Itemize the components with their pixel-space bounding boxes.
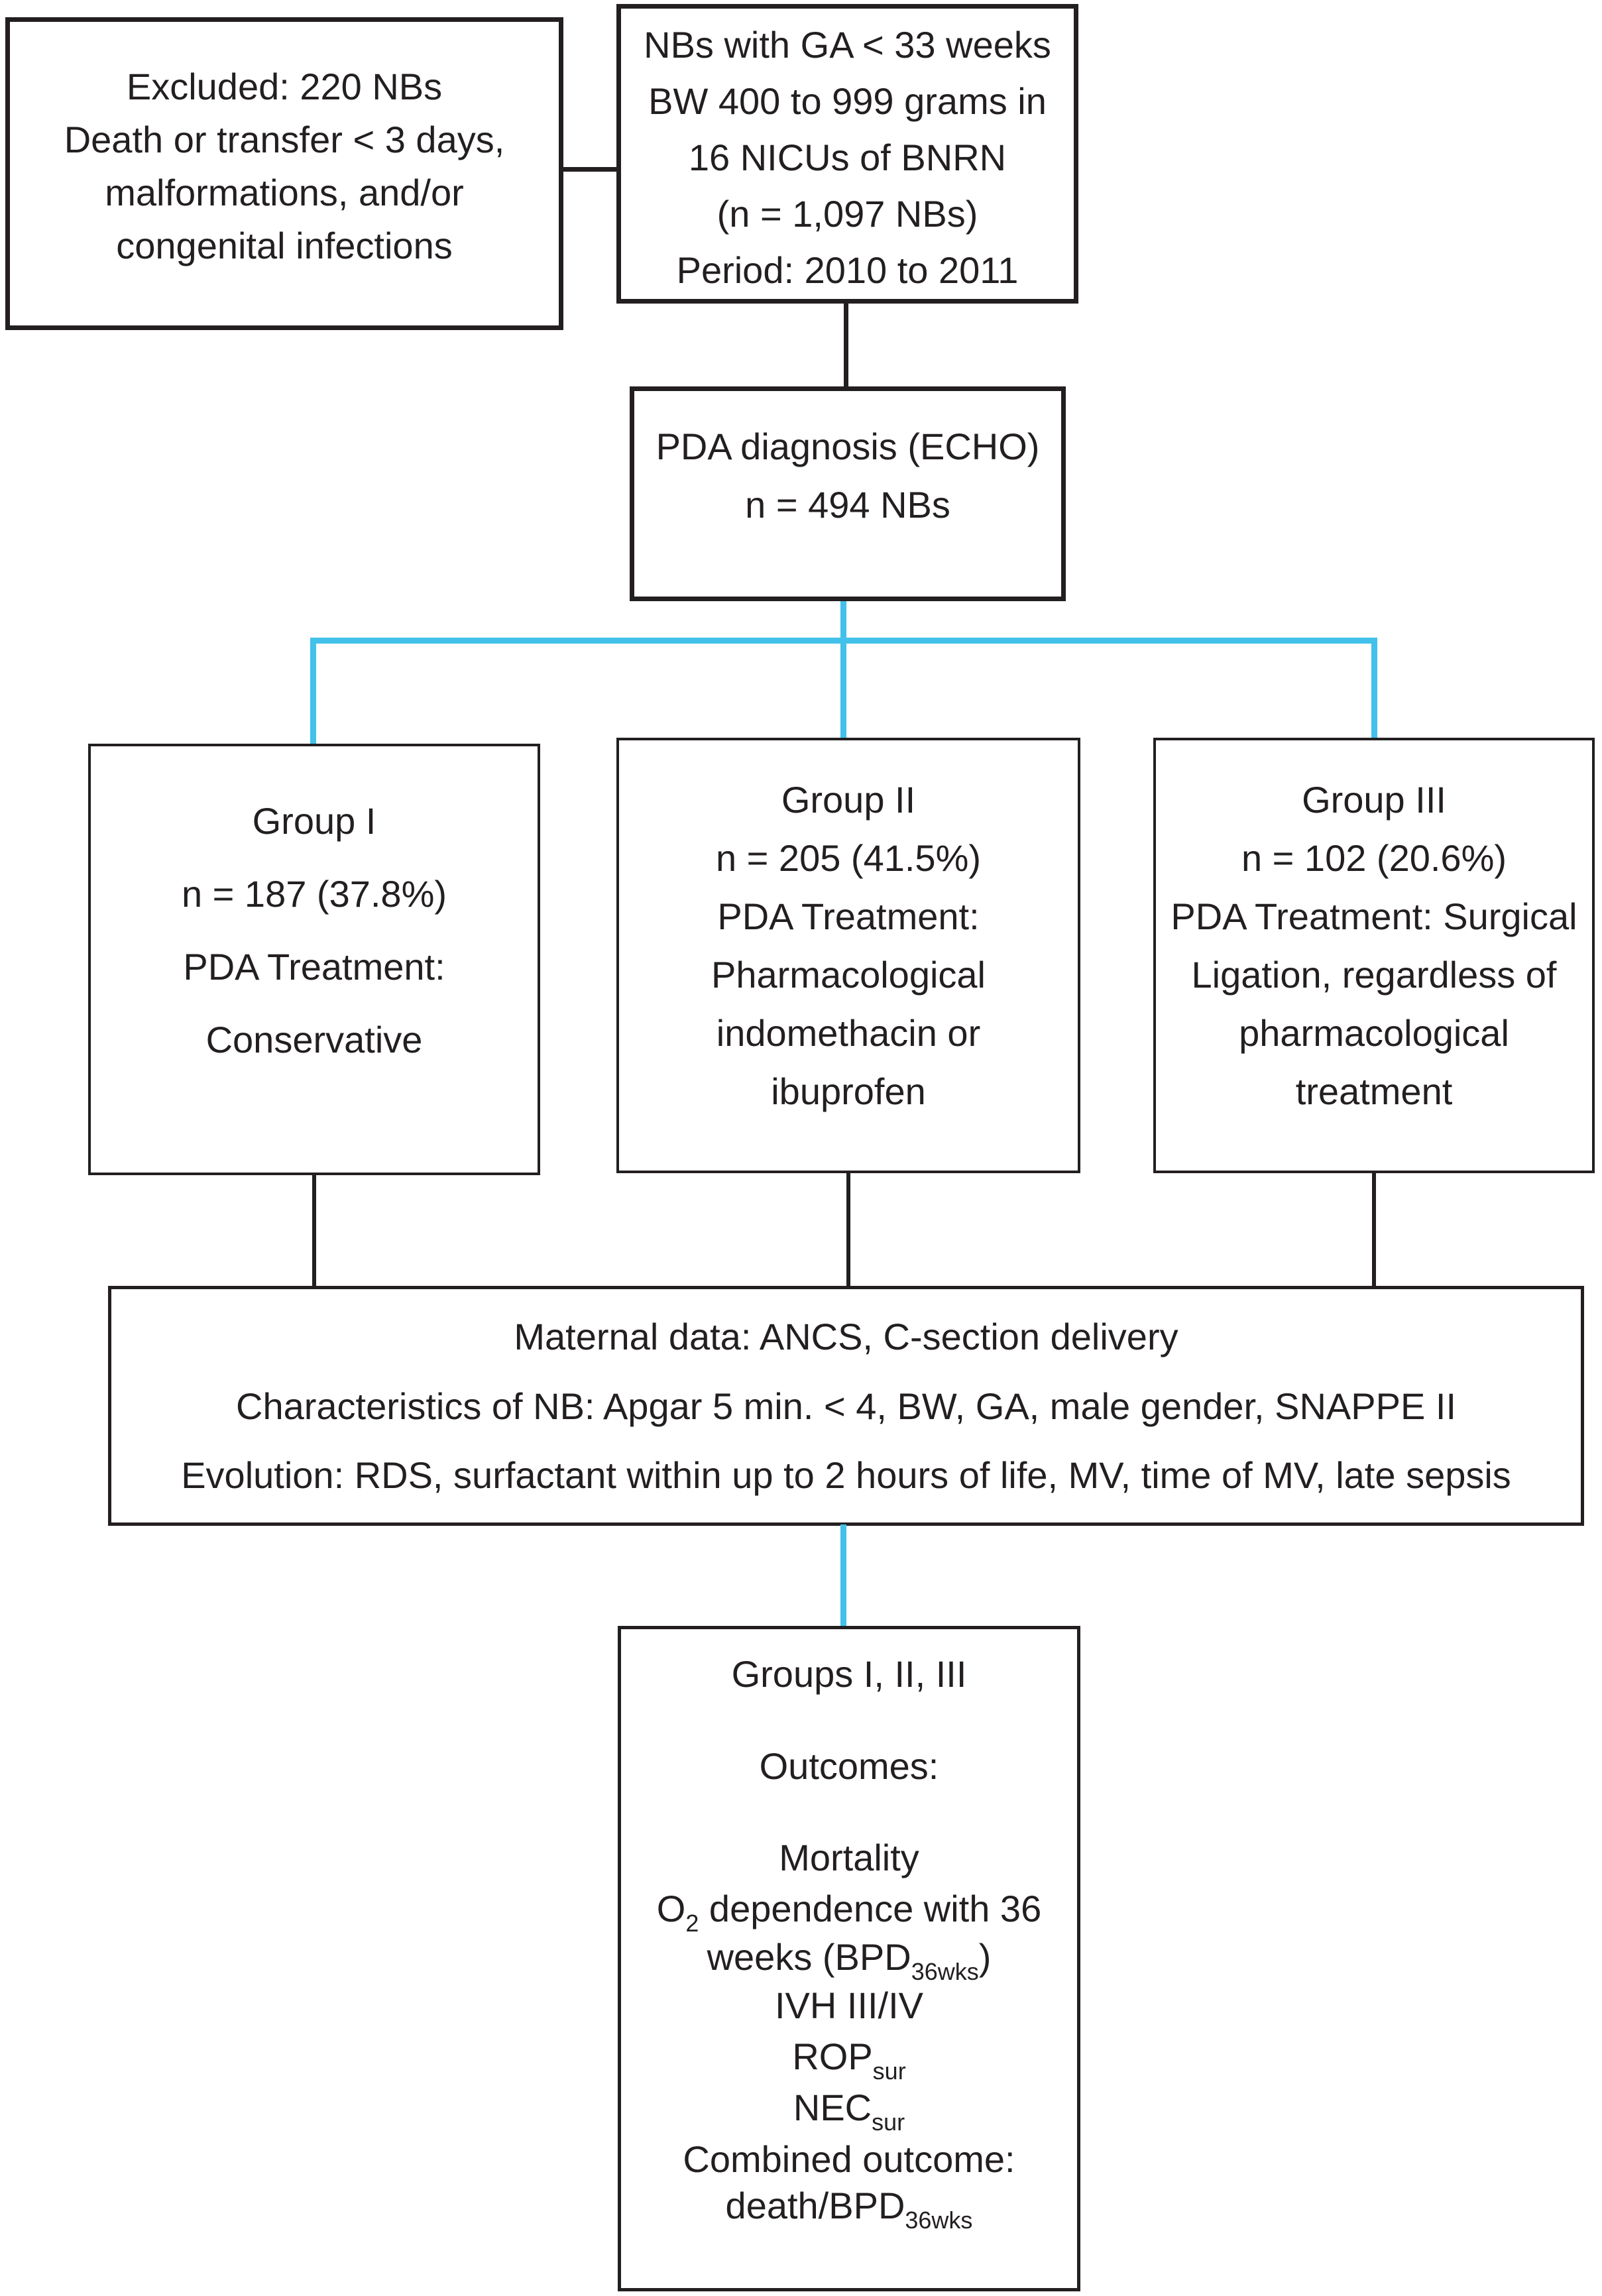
connector-group1-variables [312,1174,316,1286]
group3-line: PDA Treatment: Surgical [1171,895,1577,937]
pda-line: n = 494 NBs [745,484,950,526]
flow-box-cohort: NBs with GA < 33 weeks BW 400 to 999 gra… [616,4,1078,304]
group3-line: pharmacological [1239,1012,1509,1054]
branch-drop-center [840,601,846,738]
flow-box-group-3: Group III n = 102 (20.6%) PDA Treatment:… [1153,738,1595,1173]
outcome-line-mortality: Mortality [779,1837,919,1878]
branch-horizontal-line [310,638,1377,644]
group2-line: ibuprofen [771,1070,926,1112]
connector-excluded-cohort [563,167,616,172]
flow-box-variables: Maternal data: ANCS, C-section delivery … [108,1286,1584,1526]
group1-line: Group I [252,800,376,842]
outcome-line-rop: ROPsur [792,2036,906,2085]
connector-cohort-pda [844,304,848,387]
group2-line: PDA Treatment: [717,895,980,937]
group1-line: PDA Treatment: [183,946,445,988]
group3-line: Ligation, regardless of [1191,954,1557,996]
cohort-line: Period: 2010 to 2011 [676,249,1019,291]
excluded-line: Death or transfer < 3 days, [64,119,505,160]
outcome-line-weeks-bpd: weeks (BPD36wks) [707,1936,992,1985]
outcome-line-o2-dependence: O2 dependence with 36 [656,1888,1042,1937]
flow-box-pda-diagnosis: PDA diagnosis (ECHO) n = 494 NBs [630,386,1066,601]
flow-box-outcomes: Groups I, II, III Outcomes: Mortality O2… [618,1626,1080,2291]
outcomes-heading: Outcomes: [759,1745,939,1787]
excluded-line: Excluded: 220 NBs [126,66,443,107]
cohort-line: NBs with GA < 33 weeks [644,24,1051,66]
branch-drop-right [1371,638,1377,738]
connector-group2-variables [846,1172,850,1286]
cohort-line: 16 NICUs of BNRN [688,137,1007,178]
cohort-line: BW 400 to 999 grams in [648,80,1047,122]
variables-line: Maternal data: ANCS, C-section delivery [514,1316,1178,1358]
group3-line: n = 102 (20.6%) [1241,837,1507,879]
group2-line: n = 205 (41.5%) [715,837,982,879]
group1-line: n = 187 (37.8%) [181,873,447,915]
connector-variables-outcomes [840,1524,846,1626]
group2-line: indomethacin or [716,1012,981,1054]
group1-line: Conservative [205,1019,423,1061]
group2-line: Pharmacological [711,954,986,996]
excluded-line: congenital infections [116,225,453,266]
outcome-line-death-bpd: death/BPD36wks [725,2185,973,2234]
outcomes-groups-line: Groups I, II, III [731,1653,967,1695]
excluded-line: malformations, and/or [105,172,464,213]
flow-box-group-1: Group I n = 187 (37.8%) PDA Treatment: C… [88,744,540,1175]
outcome-line-combined: Combined outcome: [683,2138,1015,2180]
connector-group3-variables [1372,1172,1376,1286]
cohort-line: (n = 1,097 NBs) [716,193,978,235]
outcome-line-nec: NECsur [793,2087,905,2136]
group3-line: treatment [1295,1070,1453,1112]
variables-line: Characteristics of NB: Apgar 5 min. < 4,… [236,1385,1456,1427]
group2-line: Group II [781,779,916,821]
pda-line: PDA diagnosis (ECHO) [656,426,1040,467]
branch-drop-left [310,638,316,744]
group3-line: Group III [1302,779,1446,821]
flow-box-group-2: Group II n = 205 (41.5%) PDA Treatment: … [616,738,1080,1173]
flow-box-excluded: Excluded: 220 NBs Death or transfer < 3 … [5,17,563,330]
outcome-line-ivh: IVH III/IV [774,1984,924,2026]
variables-line: Evolution: RDS, surfactant within up to … [181,1454,1511,1496]
